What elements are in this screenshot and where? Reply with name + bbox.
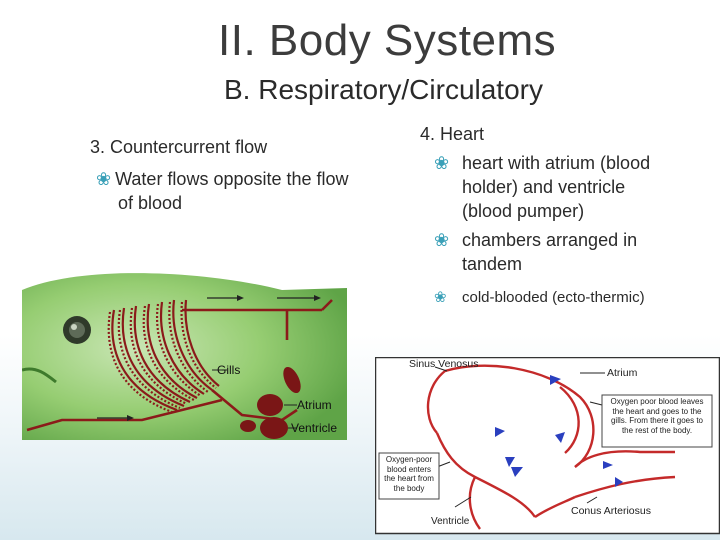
oxygen-poor-entry-note: Oxygen-poor blood enters the heart from … xyxy=(378,452,440,500)
oxygen-poor-exit-text: Oxygen poor blood leaves the heart and g… xyxy=(610,397,704,435)
bullet-icon: ❀ xyxy=(434,230,450,250)
gill-arches xyxy=(107,299,220,414)
oxygen-poor-exit-note: Oxygen poor blood leaves the heart and g… xyxy=(601,394,713,448)
left-column: 3. Countercurrent flow ❀Water flows oppo… xyxy=(90,137,350,215)
oxygen-poor-entry-text: Oxygen-poor blood enters the heart from … xyxy=(384,455,434,493)
heart-bullet-2-text: chambers arranged in tandem xyxy=(462,230,638,274)
right-column: 4. Heart ❀ heart with atrium (blood hold… xyxy=(420,124,670,313)
bullet-icon: ❀ xyxy=(434,153,450,173)
slide-title: II. Body Systems xyxy=(218,16,557,65)
countercurrent-heading: 3. Countercurrent flow xyxy=(90,137,268,157)
fish-atrium-label: Atrium xyxy=(297,398,332,412)
flow-arrows xyxy=(495,375,623,487)
heart-bullet-1-text: heart with atrium (blood holder) and ven… xyxy=(462,153,651,221)
slide-subtitle: B. Respiratory/Circulatory xyxy=(224,74,543,105)
sinus-venosus-label: Sinus Venosus xyxy=(409,358,478,370)
conus-arteriosus-label: Conus Arteriosus xyxy=(571,505,651,517)
fish-heart xyxy=(240,366,301,439)
bullet-icon: ❀ xyxy=(96,169,112,189)
heart-heading: 4. Heart xyxy=(420,124,485,144)
fish-ventricle-label: Ventricle xyxy=(291,421,337,435)
heart-chambers xyxy=(426,364,676,530)
gills-label: Gills xyxy=(217,363,240,377)
bullet-icon: ❀ xyxy=(434,289,447,306)
heart-atrium-label: Atrium xyxy=(607,367,638,379)
heart-bullet-3: ❀ cold-blooded (ecto-thermic) xyxy=(420,288,670,308)
fish-circulation-diagram: Gills Atrium Ventricle xyxy=(22,273,347,440)
heart-ventricle-label: Ventricle xyxy=(431,516,470,527)
heart-bullet-3-text: cold-blooded (ecto-thermic) xyxy=(462,289,645,306)
fish-mouth xyxy=(22,367,57,384)
countercurrent-bullet-text: Water flows opposite the flow of blood xyxy=(115,169,349,213)
heart-flow-diagram: Sinus Venosus Atrium Oxygen poor blood l… xyxy=(375,357,720,535)
heart-bullet-2: ❀ chambers arranged in tandem xyxy=(420,228,670,276)
countercurrent-bullet: ❀Water flows opposite the flow of blood xyxy=(90,167,350,215)
dorsal-vessels xyxy=(26,299,333,432)
heart-bullet-1: ❀ heart with atrium (blood holder) and v… xyxy=(420,151,670,223)
